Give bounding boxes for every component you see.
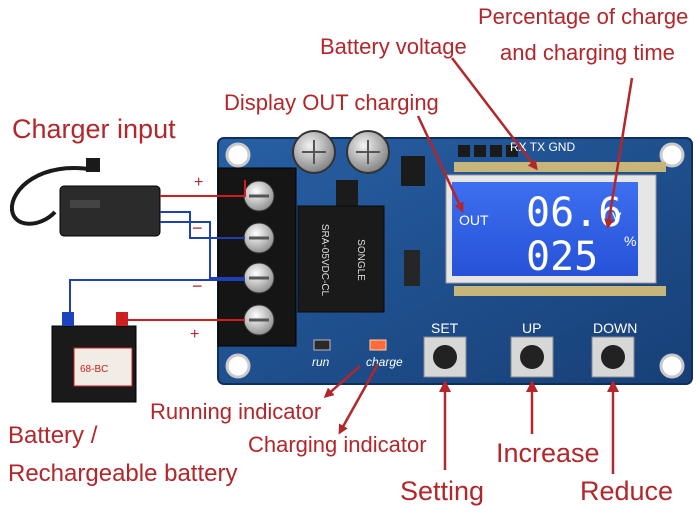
label-percentage-line1: Percentage of charge xyxy=(478,4,689,29)
terminal-plus-bottom: + xyxy=(190,326,199,343)
up-button[interactable] xyxy=(510,336,554,378)
arrow-charging-indicator xyxy=(338,363,380,435)
battery: 68-BC xyxy=(51,312,137,403)
lcd-out-label: OUT xyxy=(459,212,489,228)
lcd-display: OUT 06.6 V 025 % xyxy=(445,174,657,284)
mount-hole-bottom-left xyxy=(225,353,251,379)
relay-brand-text: SONGLE xyxy=(355,239,366,281)
header-pin-row xyxy=(458,145,518,157)
terminal-minus-1: − xyxy=(192,218,203,238)
arrow-running-indicator xyxy=(323,365,361,398)
ic-chip-1 xyxy=(401,156,425,186)
lcd-pin-row-top xyxy=(454,162,666,172)
ic-chip-2 xyxy=(336,180,358,210)
arrow-percentage xyxy=(604,77,634,229)
lcd-voltage-unit: V xyxy=(612,209,622,225)
label-reduce: Reduce xyxy=(580,476,674,506)
label-percentage-line2: and charging time xyxy=(500,40,675,65)
run-led xyxy=(313,339,331,351)
terminal-plus-top: + xyxy=(194,174,203,191)
relay: SRA-05VDC-CL SONGLE xyxy=(297,205,385,313)
label-charging-indicator: Charging indicator xyxy=(248,432,427,457)
label-battery-line2: Rechargeable battery xyxy=(8,460,238,487)
battery-model-text: 68-BC xyxy=(80,364,108,375)
annotation-arrows xyxy=(323,57,634,474)
down-button[interactable] xyxy=(591,336,635,378)
lcd-pin-row-bottom xyxy=(454,286,666,296)
charger-adapter xyxy=(9,158,161,237)
header-pin-label: RX TX GND xyxy=(510,140,575,154)
terminal-minus-2: − xyxy=(192,276,203,296)
lcd-percent-unit: % xyxy=(624,233,636,249)
arrow-display-out xyxy=(416,115,464,213)
arrow-battery-voltage xyxy=(451,57,538,171)
run-led-label: run xyxy=(312,355,330,369)
relay-model-text: SRA-05VDC-CL xyxy=(319,224,330,297)
lcd-voltage-value: 06.6 xyxy=(526,190,622,236)
mount-hole-top-right xyxy=(659,142,685,168)
label-battery-line1: Battery / xyxy=(8,422,98,449)
label-running-indicator: Running indicator xyxy=(150,399,322,424)
charge-led-label: charge xyxy=(366,355,403,369)
annotation-arrowheads xyxy=(439,380,619,392)
down-button-label: DOWN xyxy=(593,320,637,336)
mount-hole-top-left xyxy=(225,142,251,168)
charge-led xyxy=(369,339,387,351)
label-charger-input: Charger input xyxy=(12,114,176,144)
diode xyxy=(404,250,420,286)
label-setting: Setting xyxy=(400,476,485,506)
wiring xyxy=(69,180,246,321)
lcd-percent-value: 025 xyxy=(526,234,598,280)
label-increase: Increase xyxy=(496,438,600,468)
up-button-label: UP xyxy=(522,320,541,336)
mount-hole-bottom-right xyxy=(659,353,685,379)
terminal-block xyxy=(217,167,297,347)
set-button-label: SET xyxy=(431,320,459,336)
pcb-board: RX TX GND SRA-05VDC-CL SONGLE xyxy=(217,130,693,385)
label-display-out: Display OUT charging xyxy=(224,90,439,115)
label-battery-voltage: Battery voltage xyxy=(320,34,467,59)
set-button[interactable] xyxy=(423,336,467,378)
